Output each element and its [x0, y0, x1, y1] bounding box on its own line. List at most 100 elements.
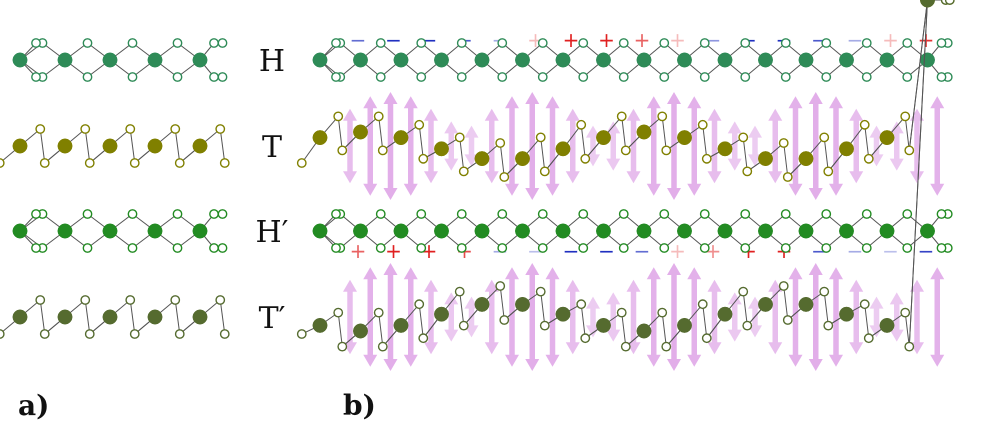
chain-a-Hp	[12, 209, 228, 253]
metal-atom	[147, 223, 163, 239]
chalcogen-atom	[782, 172, 793, 182]
row-label-Tp: T′	[259, 301, 286, 336]
chain-a-H	[12, 38, 228, 82]
chalcogen-atom	[859, 119, 870, 130]
H_above-sign: +	[882, 28, 899, 52]
chalcogen-atom	[904, 341, 915, 352]
chalcogen-atom	[333, 111, 344, 122]
displacement-arrow	[505, 267, 519, 367]
metal-atom	[798, 52, 814, 68]
chalcogen-atom	[902, 72, 913, 82]
chalcogen-atom	[456, 38, 467, 48]
chalcogen-atom	[174, 158, 185, 168]
metal-atom	[312, 317, 328, 333]
bond	[499, 142, 505, 178]
metal-atom	[312, 52, 328, 68]
chalcogen-atom	[539, 166, 550, 177]
chalcogen-atom	[780, 72, 791, 82]
row-label-T: T	[262, 130, 282, 165]
bond	[378, 312, 384, 347]
bond	[580, 304, 586, 339]
displacement-arrow	[626, 108, 641, 184]
chalcogen-atom	[458, 320, 469, 331]
chalcogen-atom	[31, 72, 41, 82]
chain-b-Tp	[296, 0, 955, 352]
chalcogen-atom	[39, 329, 50, 339]
displacement-arrow	[363, 96, 378, 196]
chalcogen-atom	[82, 209, 93, 219]
metal-atom	[312, 223, 328, 239]
bond	[661, 312, 667, 347]
chalcogen-atom	[578, 72, 589, 82]
bond	[661, 116, 667, 151]
metal-atom	[555, 141, 571, 157]
H_above-sign: +	[634, 28, 651, 52]
panel-a-label: a)	[18, 389, 49, 422]
chalcogen-atom	[578, 243, 589, 253]
row-labels: HTH′T′	[256, 44, 289, 336]
metal-atom	[434, 141, 449, 157]
bond	[540, 137, 546, 172]
metal-atom	[57, 138, 73, 154]
chalcogen-atom	[821, 209, 832, 219]
displacement-arrow	[849, 279, 864, 355]
chalcogen-atom	[209, 38, 219, 48]
bond	[499, 285, 505, 321]
chalcogen-atom	[373, 111, 384, 122]
metal-atom	[474, 223, 490, 239]
metal-atom	[839, 306, 854, 322]
chalcogen-atom	[296, 158, 307, 168]
chalcogen-atom	[31, 243, 41, 253]
chalcogen-atom	[819, 132, 830, 143]
chalcogen-atom	[129, 329, 140, 339]
metal-atom	[677, 52, 692, 68]
metal-atom	[758, 151, 773, 167]
metal-atom	[717, 223, 733, 239]
chalcogen-atom	[620, 341, 631, 352]
chalcogen-atom	[936, 243, 947, 253]
chalcogen-atom	[740, 243, 751, 253]
chalcogen-atom	[657, 111, 668, 122]
displacement-arrow	[707, 279, 722, 355]
chalcogen-atom	[618, 209, 629, 219]
displacement-arrow	[910, 108, 924, 184]
chalcogen-atom	[616, 307, 627, 318]
chalcogen-atom	[499, 172, 510, 182]
bond	[418, 304, 424, 339]
displacement-arrow	[343, 108, 357, 184]
chalcogen-atom	[701, 153, 712, 164]
metal-atom	[474, 296, 490, 312]
bond	[908, 0, 928, 151]
chalcogen-atom	[499, 315, 510, 325]
chalcogen-atom	[697, 299, 708, 310]
metal-atom	[798, 296, 814, 312]
metal-atom	[57, 223, 73, 239]
chalcogen-atom	[35, 295, 46, 305]
displacement-arrow	[788, 267, 803, 367]
chalcogen-atom	[331, 72, 341, 82]
panel-a	[0, 38, 230, 339]
chalcogen-atom	[331, 209, 341, 219]
displacement-arrow	[768, 108, 783, 184]
displacement-arrow	[444, 292, 459, 342]
bond	[904, 116, 910, 151]
chalcogen-atom	[620, 145, 631, 156]
chalcogen-atom	[217, 209, 228, 219]
chalcogen-atom	[219, 329, 230, 339]
displacement-arrow	[606, 121, 621, 171]
chalcogen-atom	[209, 209, 219, 219]
chalcogen-atom	[377, 145, 388, 156]
chalcogen-atom	[82, 243, 93, 253]
chalcogen-atom	[780, 38, 791, 48]
displacement-arrow	[768, 279, 783, 355]
chalcogen-atom	[578, 209, 589, 219]
chalcogen-atom	[936, 72, 947, 82]
H_above-sign: −	[385, 28, 402, 52]
displacement-arrow	[808, 263, 823, 371]
chalcogen-atom	[375, 209, 386, 219]
chalcogen-atom	[539, 320, 550, 331]
H_above-sign: −	[847, 28, 864, 52]
metal-atom	[147, 138, 163, 154]
chalcogen-atom	[657, 307, 668, 318]
